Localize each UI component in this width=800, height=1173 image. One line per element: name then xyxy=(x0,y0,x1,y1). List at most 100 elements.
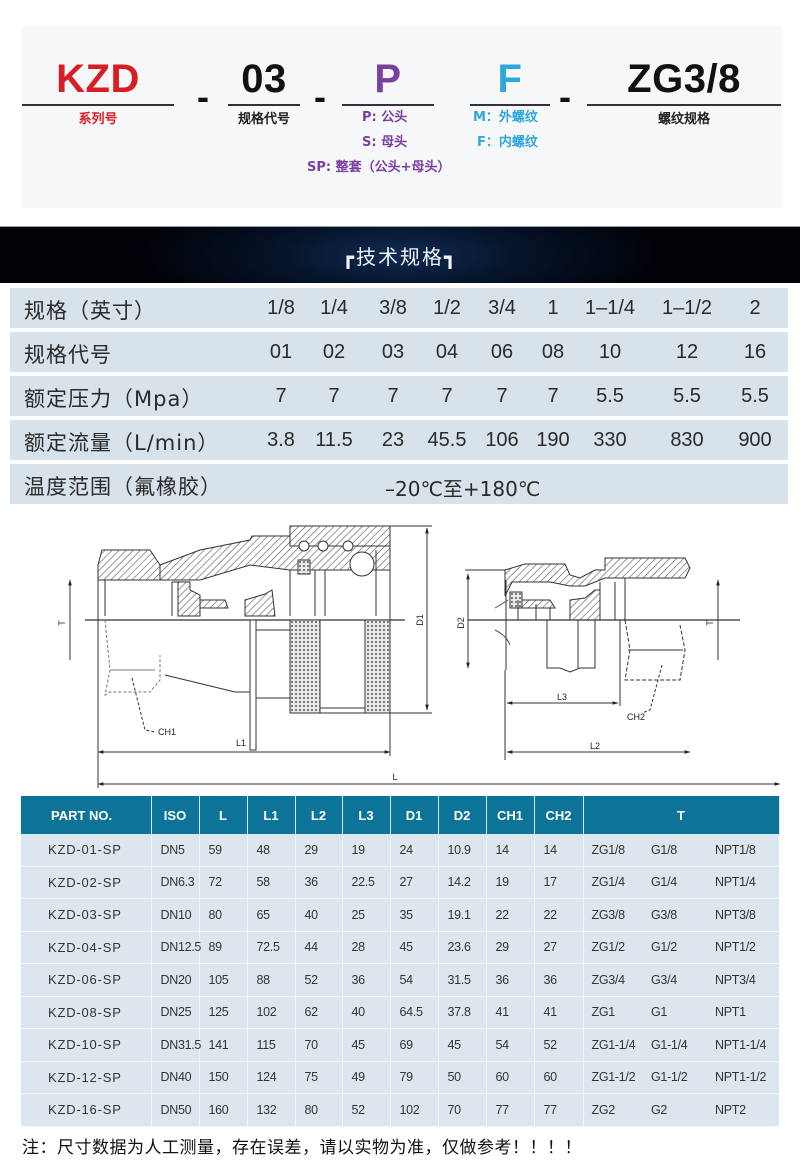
gender-code: P xyxy=(374,57,402,101)
table-cell-iso: DN25 xyxy=(151,996,200,1029)
table-cell-l1: 58 xyxy=(247,866,296,899)
table-cell-ch1: 54 xyxy=(486,1028,535,1062)
table-cell-l: 141 xyxy=(199,1028,248,1062)
table-cell-ch1: 19 xyxy=(486,866,535,899)
table-cell-d1: 24 xyxy=(390,834,439,867)
table-cell-part: KZD-02-SP xyxy=(21,866,152,899)
table-cell-t3: NPT1-1/4 xyxy=(713,1028,779,1062)
table-cell-l: 72 xyxy=(199,866,248,899)
table-cell-t3: NPT1/4 xyxy=(713,866,779,899)
table-cell-t3: NPT1/8 xyxy=(713,834,779,867)
spec-cell: 03 xyxy=(381,341,405,363)
spec-cell: 7 xyxy=(441,385,453,407)
header-iso: ISO xyxy=(151,796,200,834)
table-cell-t2: G3/4 xyxy=(647,963,713,997)
spec-section-header: ┏技术规格┓ xyxy=(0,226,800,283)
spec-cell: 45.5 xyxy=(427,429,467,451)
table-cell-d2: 37.8 xyxy=(438,996,487,1029)
spec-table: 规格（英寸） 1/8 1/4 3/8 1/2 3/4 1 1–1/4 1–1/2… xyxy=(10,288,788,508)
label-t-left: T xyxy=(57,620,67,626)
spec-cell: 900 xyxy=(738,429,772,451)
table-cell-iso: DN6.3 xyxy=(151,866,200,899)
table-cell-l2: 52 xyxy=(295,963,343,997)
spec-title-text: 技术规格 xyxy=(356,245,444,269)
table-cell-l3: 28 xyxy=(342,931,391,964)
table-cell-l: 105 xyxy=(199,963,248,997)
table-cell-t2: G1 xyxy=(647,996,713,1029)
header-d2: D2 xyxy=(438,796,487,834)
header-ch1: CH1 xyxy=(486,796,535,834)
table-cell-ch2: 77 xyxy=(534,1093,584,1127)
table-cell-l: 80 xyxy=(199,898,248,932)
table-cell-t2: G1-1/2 xyxy=(647,1061,713,1094)
label-ch1: CH1 xyxy=(158,727,176,737)
spec-cell: 7 xyxy=(328,385,340,407)
spec-row-temperature: 温度范围（氟橡胶） –20℃至+180℃ xyxy=(10,464,788,504)
spec-cell: 16 xyxy=(743,341,767,363)
table-cell-l1: 132 xyxy=(247,1093,296,1127)
table-cell-ch1: 41 xyxy=(486,996,535,1029)
spec-row-label: 规格（英寸） xyxy=(24,299,156,323)
spec-row-label: 温度范围（氟橡胶） xyxy=(24,475,222,499)
spec-cell: 1–1/2 xyxy=(661,297,713,319)
table-cell-iso: DN20 xyxy=(151,963,200,997)
thread-code: ZG3/8 xyxy=(627,57,741,101)
label-d1: D1 xyxy=(415,614,425,626)
table-cell-l1: 102 xyxy=(247,996,296,1029)
separator-dash: - xyxy=(314,76,326,117)
separator-dash: - xyxy=(559,76,571,117)
table-cell-part: KZD-12-SP xyxy=(21,1061,152,1094)
thread-type-segment: F xyxy=(470,56,550,106)
table-cell-d1: 35 xyxy=(390,898,439,932)
dimension-table-header: PART NO. ISO L L1 L2 L3 D1 D2 CH1 CH2 T xyxy=(21,796,780,834)
table-cell-d2: 70 xyxy=(438,1093,487,1127)
bracket-right: ┓ xyxy=(444,245,459,269)
table-cell-t3: NPT1 xyxy=(713,996,779,1029)
technical-drawing: T D1 L1 L CH1 D2 L3 L2 CH2 T xyxy=(50,520,800,795)
dimension-table: PART NO. ISO L L1 L2 L3 D1 D2 CH1 CH2 T … xyxy=(21,796,780,1127)
spec-cell: 02 xyxy=(322,341,346,363)
table-cell-l1: 72.5 xyxy=(247,931,296,964)
spec-cell: 06 xyxy=(490,341,514,363)
gender-option-s: S: 母头 xyxy=(362,135,408,150)
table-cell-t2: G2 xyxy=(647,1093,713,1127)
spec-cell: 01 xyxy=(269,341,293,363)
table-cell-d2: 10.9 xyxy=(438,834,487,867)
table-cell-l2: 62 xyxy=(295,996,343,1029)
spec-label: 规格代号 xyxy=(237,112,290,127)
table-cell-d1: 102 xyxy=(390,1093,439,1127)
gender-option-p: P: 公头 xyxy=(362,110,408,125)
spec-cell: 5.5 xyxy=(673,385,701,407)
series-underline xyxy=(22,104,174,106)
spec-cell: 12 xyxy=(675,341,699,363)
separator-dash: - xyxy=(197,76,209,117)
table-cell-t1: ZG1/8 xyxy=(583,834,647,867)
spec-cell: 1–1/4 xyxy=(584,297,636,319)
table-cell-l: 160 xyxy=(199,1093,248,1127)
table-cell-ch1: 77 xyxy=(486,1093,535,1127)
table-cell-d1: 79 xyxy=(390,1061,439,1094)
table-cell-ch2: 22 xyxy=(534,898,584,932)
table-cell-ch1: 36 xyxy=(486,963,535,997)
thread-type-option-m: M：外螺纹 xyxy=(473,110,538,125)
spec-row-rated-flow: 额定流量（L/min） 3.8 11.5 23 45.5 106 190 330… xyxy=(10,420,788,460)
spec-cell: 11.5 xyxy=(315,429,353,451)
table-cell-ch1: 22 xyxy=(486,898,535,932)
table-cell-ch2: 27 xyxy=(534,931,584,964)
spec-underline xyxy=(228,104,300,106)
table-cell-t1: ZG1/4 xyxy=(583,866,647,899)
spec-cell: 330 xyxy=(593,429,627,451)
spec-cell: 5.5 xyxy=(741,385,769,407)
table-cell-l: 125 xyxy=(199,996,248,1029)
table-cell-iso: DN5 xyxy=(151,834,200,867)
series-label: 系列号 xyxy=(78,112,118,127)
spec-row-label: 额定压力（Mpa） xyxy=(24,387,204,411)
table-cell-t2: G1/2 xyxy=(647,931,713,964)
table-cell-d2: 23.6 xyxy=(438,931,487,964)
